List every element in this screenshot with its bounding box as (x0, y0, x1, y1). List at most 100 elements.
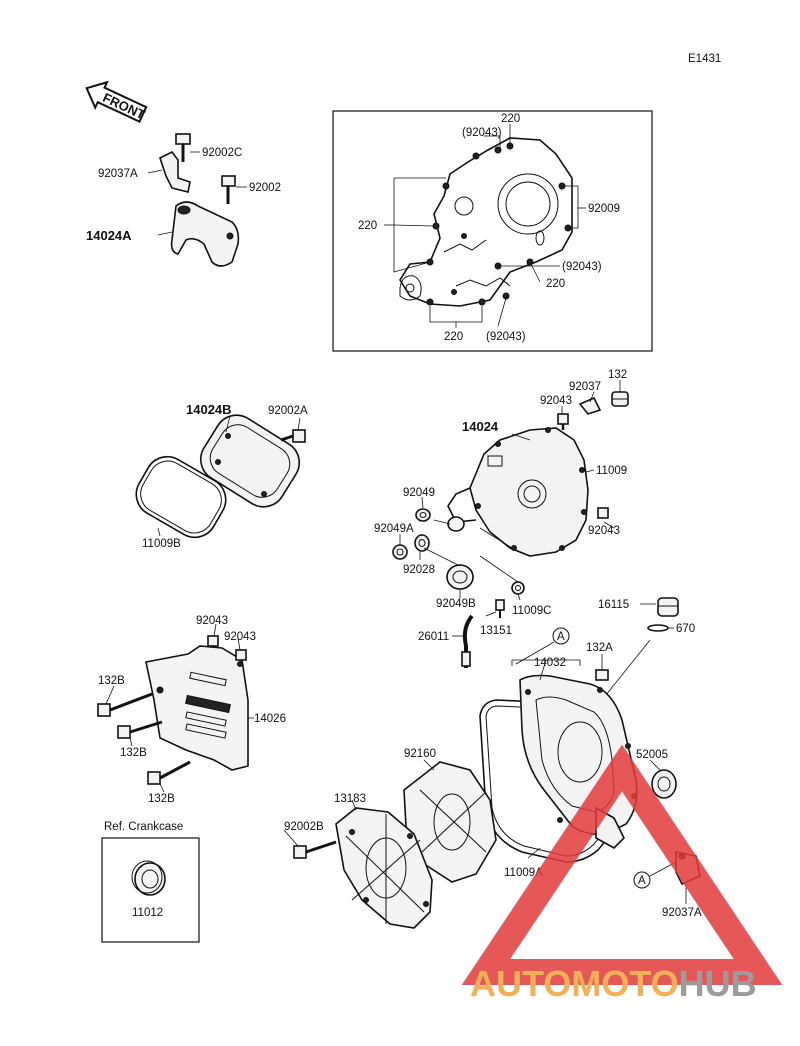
bolt-layout-inset: 220 (92043) 220 92009 (92043) 220 220 (9… (332, 110, 653, 352)
bolt-132a-icon (595, 669, 609, 681)
inset-label-220-left: 220 (358, 220, 377, 232)
label-11009b: 11009B (142, 538, 181, 550)
label-14024b: 14024B (186, 402, 232, 417)
cover-14024a-group: 92002C 92037A 92002 14024A (86, 133, 281, 267)
cover-14024-icon (447, 427, 589, 557)
bolt-92002-icon (221, 175, 236, 204)
callout-a-top-text: A (557, 631, 565, 643)
watermark-text: AUTOMOTOHUB (470, 963, 757, 1004)
ring-92049-icon (415, 508, 431, 522)
oil-cap-group: 16115 670 (598, 597, 695, 701)
label-92002: 92002 (249, 182, 281, 194)
callout-a-top: A (552, 627, 570, 645)
diagram-code: E1431 (688, 53, 721, 65)
inset-label-220-bottom: 220 (444, 331, 463, 343)
bolt-92002b-icon (293, 840, 337, 859)
bolt-92043-a-icon (557, 413, 569, 430)
bolt-92043-c-icon (207, 635, 219, 647)
label-11009c: 11009C (512, 605, 551, 617)
cover-14024a-icon (170, 201, 240, 267)
ring-near-cover-icon (447, 516, 465, 532)
inset-frame (332, 110, 653, 352)
inset-label-220-right: 220 (546, 278, 565, 290)
label-92043-c: 92043 (196, 615, 228, 627)
front-label: FRONT (100, 90, 147, 123)
label-132: 132 (608, 369, 627, 381)
plug-132-icon (611, 391, 629, 407)
label-132b-c: 132B (148, 793, 175, 805)
label-16115: 16115 (598, 599, 629, 611)
bolt-92002c-icon (175, 133, 191, 162)
label-26011: 26011 (418, 631, 449, 643)
callout-a-bottom-text: A (638, 875, 646, 887)
ref-crankcase-group: Ref. Crankcase 11012 (101, 821, 200, 943)
inset-label-92043-bottom: (92043) (486, 331, 526, 343)
inset-label-92043-top: (92043) (462, 127, 502, 139)
label-92043-b: 92043 (588, 525, 620, 537)
label-132a: 132A (586, 642, 613, 654)
label-14032: 14032 (534, 657, 566, 669)
cover-14026-icon (145, 645, 249, 771)
label-13151: 13151 (480, 625, 512, 637)
label-14024: 14024 (462, 419, 499, 434)
bolt-92043-b-icon (597, 507, 609, 519)
fitting-13151-icon (495, 599, 505, 618)
label-92160: 92160 (404, 748, 436, 760)
label-92043-d: 92043 (224, 631, 256, 643)
label-92049: 92049 (403, 487, 435, 499)
seal-11012-icon (131, 860, 166, 896)
cover-14026-group: 92043 92043 132B 14026 132B 132B (97, 615, 286, 805)
label-92049a: 92049A (374, 523, 414, 535)
automotohub-watermark: AUTOMOTOHUB (461, 744, 783, 1004)
cover-14024b-icon (199, 414, 301, 508)
seal-92049b-icon (446, 564, 474, 590)
hose-26011-icon (461, 614, 474, 668)
clamp-92037a-icon (159, 150, 191, 193)
label-13183: 13183 (334, 793, 366, 805)
bolt-92002a-icon (280, 429, 306, 443)
seal-52005-icon (651, 769, 677, 799)
label-92037a-top: 92037A (98, 168, 138, 180)
label-92002b: 92002B (284, 821, 324, 833)
callout-a-bottom: A (633, 871, 651, 889)
bolt-92043-d-icon (235, 649, 247, 661)
label-11012: 11012 (132, 907, 163, 919)
clamp-92037-icon (578, 396, 602, 415)
label-14026: 14026 (254, 713, 286, 725)
label-92037: 92037 (569, 381, 601, 393)
gasket-11009b-icon (135, 455, 227, 539)
label-14024a: 14024A (86, 228, 132, 243)
cap-16115-icon (657, 597, 679, 617)
collar-92028-icon (414, 534, 430, 552)
label-92002c: 92002C (202, 147, 242, 159)
cover-13183-icon (335, 807, 433, 929)
bolt-132b-b-icon (117, 720, 163, 739)
watermark-triangle-icon (461, 744, 783, 985)
ref-crankcase-label: Ref. Crankcase (104, 821, 183, 833)
cover-14024b-group: 14024B 92002A 11009B (135, 402, 308, 550)
seal-11009c-icon (511, 581, 525, 595)
ring-92049a-icon (392, 544, 408, 560)
label-92028: 92028 (403, 564, 435, 576)
ref-crankcase-frame (101, 837, 200, 943)
front-arrow-icon: FRONT (85, 80, 148, 123)
label-670: 670 (676, 623, 695, 635)
oring-670-icon (647, 624, 669, 632)
label-92002a: 92002A (268, 405, 308, 417)
label-11009: 11009 (596, 465, 627, 477)
label-132b-b: 132B (120, 747, 147, 759)
cover-14024-group: 132 92037 92043 14024 11009 92049 92043 … (374, 369, 629, 668)
label-92043-a: 92043 (540, 395, 572, 407)
label-52005: 52005 (636, 749, 668, 761)
inset-label-92009: 92009 (588, 203, 620, 215)
label-92049b: 92049B (436, 598, 476, 610)
inset-label-92043-right: (92043) (562, 261, 602, 273)
inset-label-220-top: 220 (501, 113, 520, 125)
label-11009a: 11009A (504, 867, 543, 879)
label-92037a-bottom: 92037A (662, 907, 702, 919)
label-132b-a: 132B (98, 675, 125, 687)
bolt-132b-a-icon (97, 692, 153, 717)
bolt-132b-c-icon (147, 760, 191, 785)
